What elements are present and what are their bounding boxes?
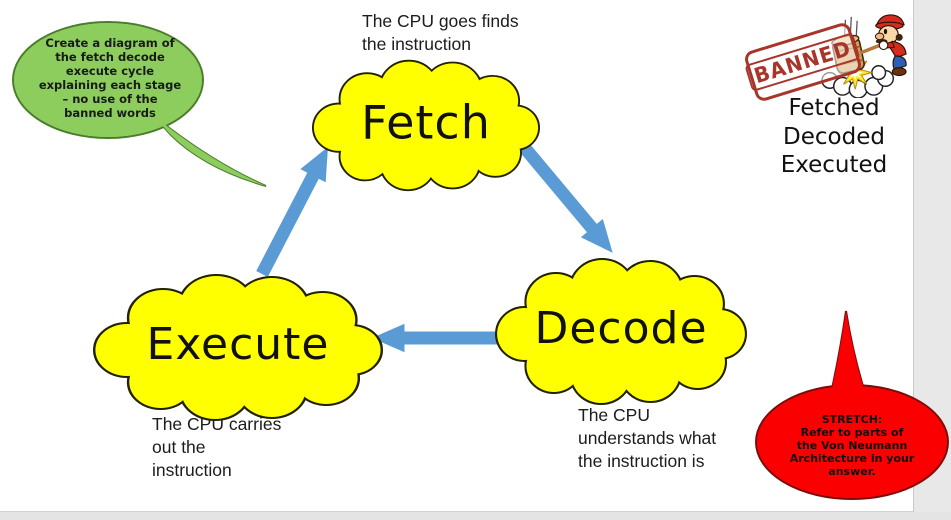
execute-caption: The CPU carries out the instruction: [152, 414, 282, 481]
decode-cloud: Decode: [495, 256, 747, 406]
arrow-execute-to-fetch: [256, 146, 328, 277]
instruction-speech-bubble: Create a diagram of the fetch decode exe…: [6, 10, 278, 200]
execute-cloud: Execute: [93, 272, 383, 422]
arrow-fetch-to-decode: [519, 142, 613, 253]
decode-caption: The CPU understands what the instruction…: [578, 405, 717, 472]
fetch-caption: The CPU goes finds the instruction: [362, 11, 519, 55]
slide-canvas: Create a diagram of the fetch decode exe…: [0, 0, 914, 512]
app-background-bottom: [0, 512, 951, 520]
decode-cloud-label: Decode: [534, 302, 708, 354]
fetch-cloud-label: Fetch: [361, 95, 491, 150]
stretch-text: STRETCH: Refer to parts of the Von Neuma…: [789, 413, 915, 478]
stretch-speech-bubble: STRETCH: Refer to parts of the Von Neuma…: [745, 303, 951, 503]
cycle-arrows: [256, 142, 613, 353]
banned-words-list: Fetched Decoded Executed: [780, 95, 888, 179]
execute-cloud-label: Execute: [146, 318, 330, 370]
fetch-cloud: Fetch: [312, 58, 540, 192]
instruction-text: Create a diagram of the fetch decode exe…: [38, 36, 182, 120]
